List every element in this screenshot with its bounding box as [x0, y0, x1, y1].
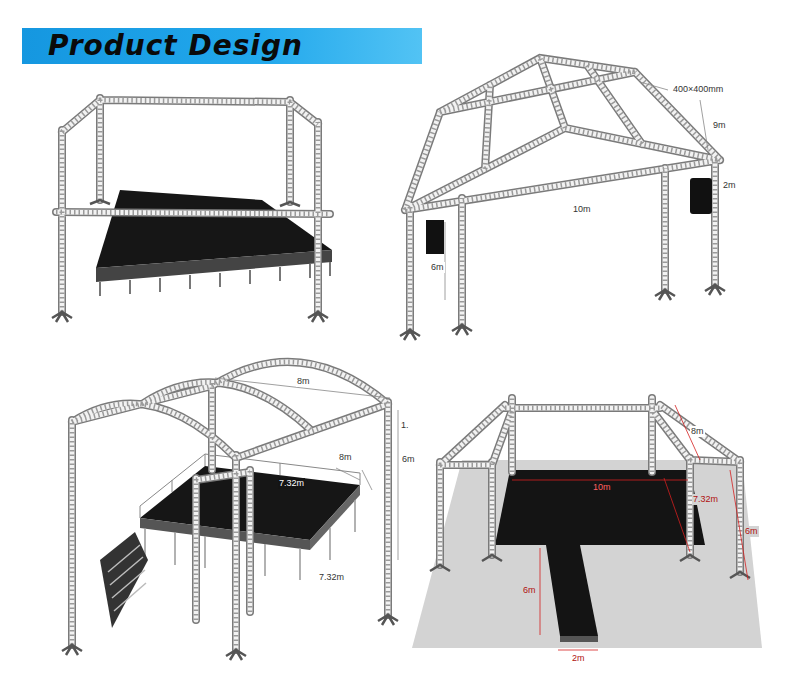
truss	[56, 98, 330, 312]
dimension-label: 6m	[744, 526, 759, 537]
dimension-label: 7.32m	[318, 572, 345, 583]
dimension-lines-red	[512, 405, 748, 650]
stage-deck	[495, 470, 705, 545]
truss	[405, 58, 720, 330]
runway-edge	[560, 636, 598, 642]
stage-front	[96, 250, 332, 282]
truss	[440, 398, 740, 572]
dimension-label: 6m	[430, 262, 445, 273]
stair-steps	[108, 545, 146, 611]
dimension-label: 2m	[722, 180, 737, 191]
dimension-label: 6m	[522, 585, 537, 596]
stage-side	[310, 485, 360, 550]
dimension-label: 7.32m	[278, 478, 305, 489]
dimension-label: 400×400mm	[672, 84, 724, 95]
runway-deck	[546, 545, 598, 636]
speaker	[426, 220, 444, 254]
stage-front	[140, 518, 310, 550]
truss	[405, 58, 720, 330]
truss	[440, 398, 740, 572]
stage-legs	[100, 262, 330, 296]
dimension-label: 8m	[690, 426, 705, 437]
dimension-label: 8m	[296, 376, 311, 387]
dimension-label: 7.32m	[692, 494, 719, 505]
page-title: Product Design	[48, 28, 303, 64]
truss-frames	[56, 58, 740, 650]
dimension-label: 8m	[338, 452, 353, 463]
dimension-label: 10m	[592, 482, 612, 493]
truss	[72, 362, 388, 650]
truss	[56, 98, 330, 312]
floor	[412, 460, 762, 648]
stairs	[100, 532, 148, 628]
speaker	[690, 178, 712, 214]
dimension-label: 6m	[401, 454, 416, 465]
dimension-label: 2m	[571, 653, 586, 664]
truss-lacing	[405, 58, 720, 330]
dimension-label: 9m	[712, 120, 727, 131]
truss-lacing	[440, 398, 740, 572]
truss	[72, 362, 388, 650]
dimension-label: 10m	[572, 204, 592, 215]
tower-bases	[52, 200, 750, 660]
truss-lacing	[72, 362, 388, 650]
truss-lacing	[56, 98, 330, 312]
dimension-lines	[215, 82, 708, 560]
dimension-label: 1.	[400, 420, 410, 431]
